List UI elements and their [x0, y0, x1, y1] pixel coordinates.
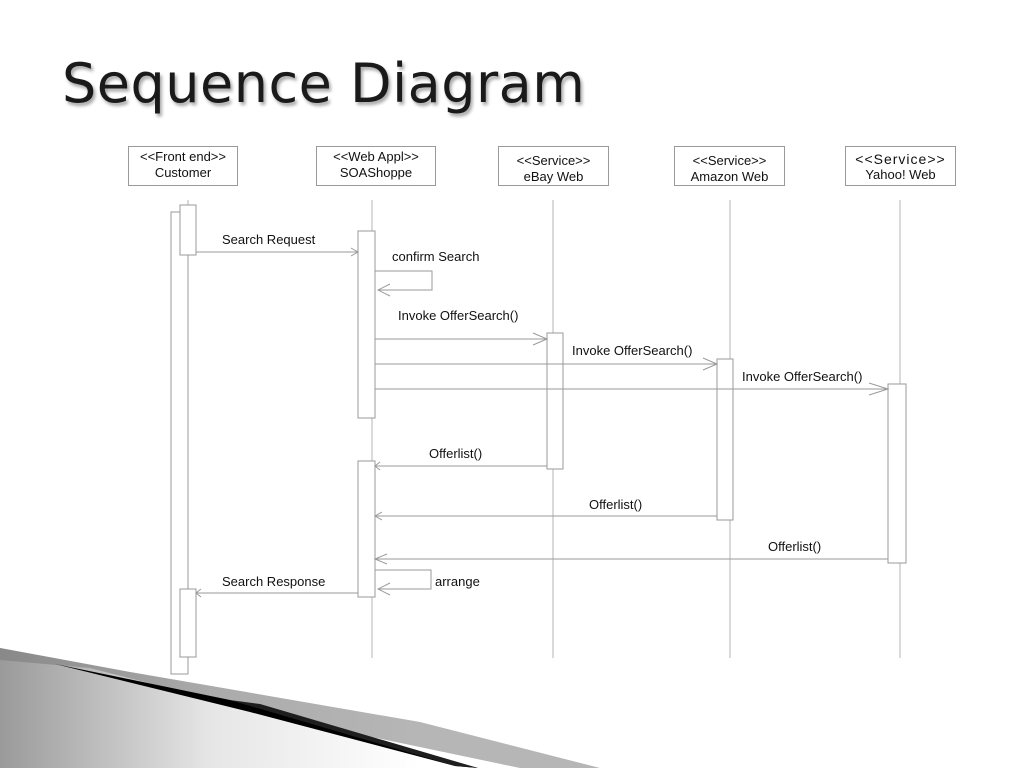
message-label-invoke-yahoo: Invoke OfferSearch() [742, 369, 862, 384]
message-arrange-line [375, 569, 432, 590]
participant-stereotype: <<Front end>> [139, 149, 226, 164]
message-label-offerlist-amazon: Offerlist() [589, 497, 642, 512]
activations [170, 204, 907, 675]
activation-customer-response [179, 588, 197, 658]
activation-amazon-web [716, 358, 734, 521]
message-label-search-request: Search Request [222, 232, 316, 247]
arrowhead-open [350, 247, 360, 257]
arrowhead-open [373, 511, 383, 521]
activation-soashoppe-2 [357, 460, 376, 598]
participant-name: SOAShoppe [339, 165, 413, 180]
participant-stereotype: <<Service>> [692, 153, 767, 168]
arrowhead-open [373, 553, 388, 565]
message-label-arrange: arrange [435, 574, 480, 589]
lifelines [187, 200, 901, 658]
message-label-confirm-search: confirm Search [392, 249, 479, 264]
activation-customer-request [179, 204, 197, 256]
participant-customer: <<Front end>> Customer [128, 146, 238, 186]
message-label-invoke-ebay: Invoke OfferSearch() [398, 308, 518, 323]
message-confirm-search-line [375, 270, 433, 291]
participant-amazon-web: <<Service>> Amazon Web [674, 146, 785, 186]
message-label-invoke-amazon: Invoke OfferSearch() [572, 343, 692, 358]
participant-stereotype: <<Service>> [855, 151, 946, 167]
participant-soashoppe: <<Web Appl>> SOAShoppe [316, 146, 436, 186]
activation-ebay-web [546, 332, 564, 470]
arrowhead-open [374, 461, 381, 471]
arrowhead-open [702, 357, 719, 371]
slide-decoration [0, 648, 600, 768]
participant-name: Customer [154, 165, 212, 180]
participant-name: Yahoo! Web [865, 167, 936, 182]
participant-yahoo-web: <<Service>> Yahoo! Web [845, 146, 956, 186]
arrowhead-open [532, 332, 549, 346]
participant-name: Amazon Web [690, 169, 769, 184]
activation-soashoppe-1 [357, 230, 376, 419]
activation-yahoo-web [887, 383, 907, 564]
participant-ebay-web: <<Service>> eBay Web [498, 146, 609, 186]
arrowhead-open [195, 588, 202, 598]
arrowhead-open [868, 382, 890, 396]
arrowhead-open [376, 283, 391, 297]
arrowhead-open [376, 582, 391, 596]
slide-title: Sequence Diagram [62, 52, 586, 115]
participant-name: eBay Web [523, 169, 584, 184]
message-label-offerlist-yahoo: Offerlist() [768, 539, 821, 554]
message-label-search-response: Search Response [222, 574, 325, 589]
message-label-offerlist-ebay: Offerlist() [429, 446, 482, 461]
participant-stereotype: <<Service>> [516, 153, 591, 168]
participant-stereotype: <<Web Appl>> [333, 149, 419, 164]
message-lines [195, 247, 890, 598]
